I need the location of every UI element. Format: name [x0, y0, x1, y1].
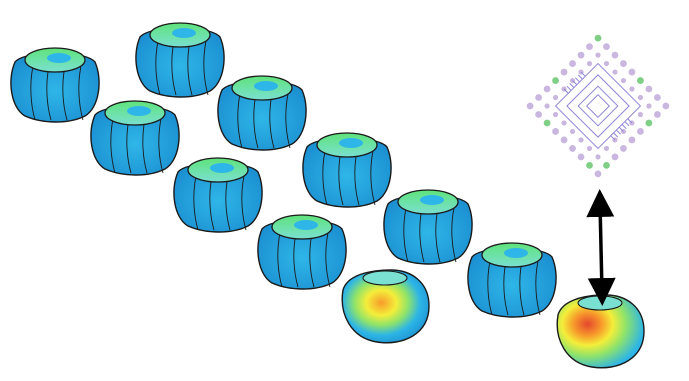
solder-bump — [303, 133, 391, 207]
solder-bump — [384, 190, 472, 264]
solder-bump — [342, 270, 429, 343]
solder-bump — [174, 158, 262, 232]
solder-bump — [218, 76, 306, 150]
solder-bump — [136, 23, 224, 97]
correspondence-arrow — [600, 203, 602, 292]
chip-package-footprint — [516, 24, 680, 188]
solder-bump — [11, 48, 99, 122]
solder-bump — [258, 215, 346, 289]
solder-bump — [468, 243, 556, 317]
solder-bump — [557, 295, 644, 368]
solder-bump — [91, 101, 179, 175]
